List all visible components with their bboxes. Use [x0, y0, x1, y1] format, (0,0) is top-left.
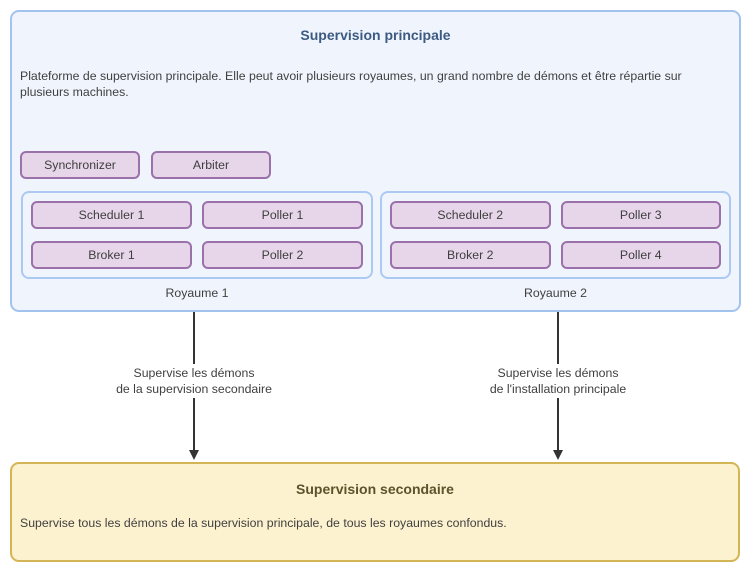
daemon-poller-1: Poller 1: [202, 201, 363, 229]
daemon-poller-4: Poller 4: [560, 241, 721, 269]
daemon-scheduler-2: Scheduler 2: [390, 201, 551, 229]
realm-royaume-1-label: Royaume 1: [165, 286, 229, 300]
realm-royaume-1: Scheduler 1 Poller 1 Broker 1 Poller 2 R…: [21, 191, 373, 300]
daemon-broker-1: Broker 1: [31, 241, 192, 269]
daemon-poller-3: Poller 3: [560, 201, 721, 229]
realm-royaume-2-label: Royaume 2: [524, 286, 587, 300]
arrow-right-label: Supervise les démons de l'installation p…: [486, 364, 630, 398]
arrow-right-head-icon: [553, 450, 563, 460]
arrow-left-label: Supervise les démons de la supervision s…: [113, 364, 275, 398]
arrow-right-label-line1: Supervise les démons: [497, 366, 619, 380]
realm-royaume-2-box: Scheduler 2 Poller 3 Broker 2 Poller 4: [380, 191, 731, 279]
arrow-right-label-line2: de l'installation principale: [489, 382, 627, 396]
daemon-arbiter: Arbiter: [151, 151, 271, 179]
daemon-broker-2: Broker 2: [390, 241, 551, 269]
top-daemons-row: Synchronizer Arbiter: [20, 151, 271, 179]
supervision-principale-box: Supervision principale Plateforme de sup…: [10, 10, 741, 312]
arrow-left-label-line1: Supervise les démons: [133, 366, 255, 380]
supervision-secondaire-box: Supervision secondaire Supervise tous le…: [10, 462, 740, 562]
daemon-synchronizer: Synchronizer: [20, 151, 140, 179]
arrow-left-label-line2: de la supervision secondaire: [116, 382, 272, 396]
daemon-scheduler-1: Scheduler 1: [31, 201, 192, 229]
supervision-principale-title: Supervision principale: [300, 27, 451, 43]
supervision-principale-description: Plateforme de supervision principale. El…: [20, 69, 682, 99]
arrow-left-head-icon: [189, 450, 199, 460]
realm-royaume-2: Scheduler 2 Poller 3 Broker 2 Poller 4 R…: [380, 191, 731, 300]
supervision-secondaire-description: Supervise tous les démons de la supervis…: [20, 516, 507, 530]
supervision-secondaire-title: Supervision secondaire: [296, 481, 454, 497]
realm-royaume-1-box: Scheduler 1 Poller 1 Broker 1 Poller 2: [21, 191, 373, 279]
daemon-poller-2: Poller 2: [202, 241, 363, 269]
